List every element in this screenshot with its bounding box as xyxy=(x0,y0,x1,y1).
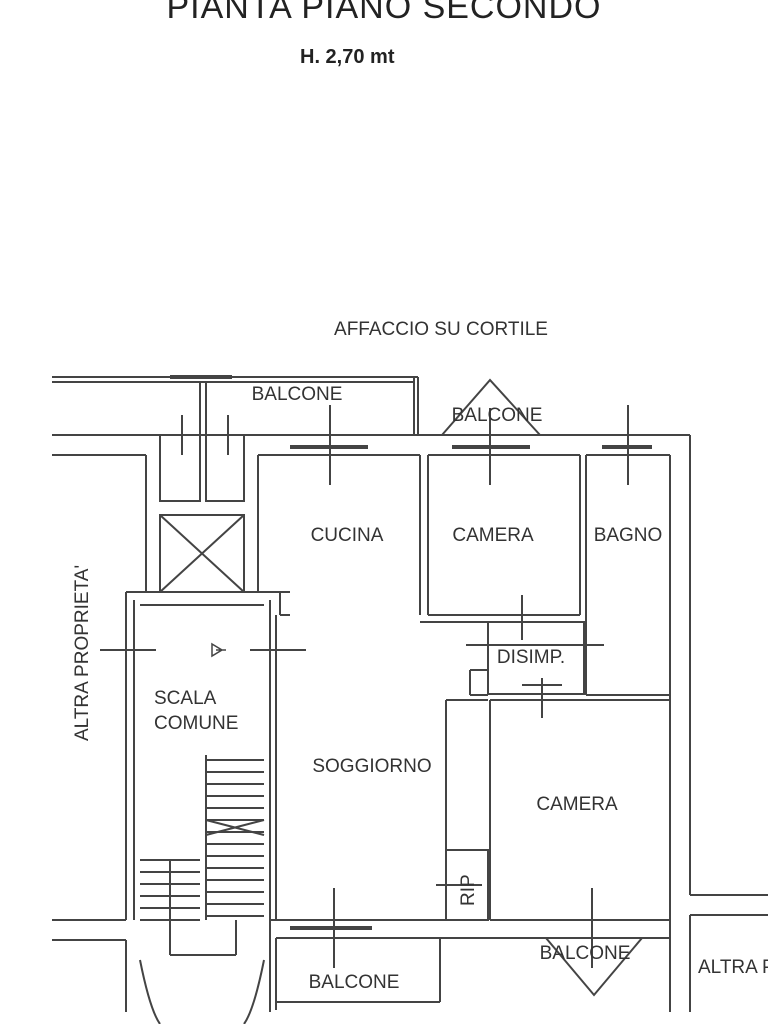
walls xyxy=(52,375,768,1024)
room-label-soggiorno: SOGGIORNO xyxy=(312,756,431,777)
room-label-camera-bottom: CAMERA xyxy=(536,794,618,815)
room-label-balcone-top-left: BALCONE xyxy=(252,384,343,405)
entrance-arrow-icon xyxy=(211,642,226,658)
room-label-balcone-bottom-right: BALCONE xyxy=(540,943,631,964)
room-label-scala-line1: SCALA xyxy=(154,688,217,709)
room-label-cucina: CUCINA xyxy=(311,525,384,546)
page-title: PIANTA PIANO SECONDO xyxy=(166,0,602,26)
room-label-camera-top: CAMERA xyxy=(452,525,534,546)
room-label-disimpegno: DISIMP. xyxy=(497,647,565,668)
side-label-left: ALTRA PROPRIETA' xyxy=(72,565,93,741)
orientation-note: AFFACCIO SU CORTILE xyxy=(334,319,548,340)
room-label-balcone-bottom-left: BALCONE xyxy=(309,972,400,993)
side-label-right: ALTRA P xyxy=(698,957,768,978)
room-label-scala-line2: COMUNE xyxy=(154,713,238,734)
room-label-balcone-top-center: BALCONE xyxy=(452,405,543,426)
room-label-ripostiglio: RIP xyxy=(458,874,479,906)
height-note: H. 2,70 mt xyxy=(300,46,395,68)
room-label-bagno: BAGNO xyxy=(594,525,663,546)
